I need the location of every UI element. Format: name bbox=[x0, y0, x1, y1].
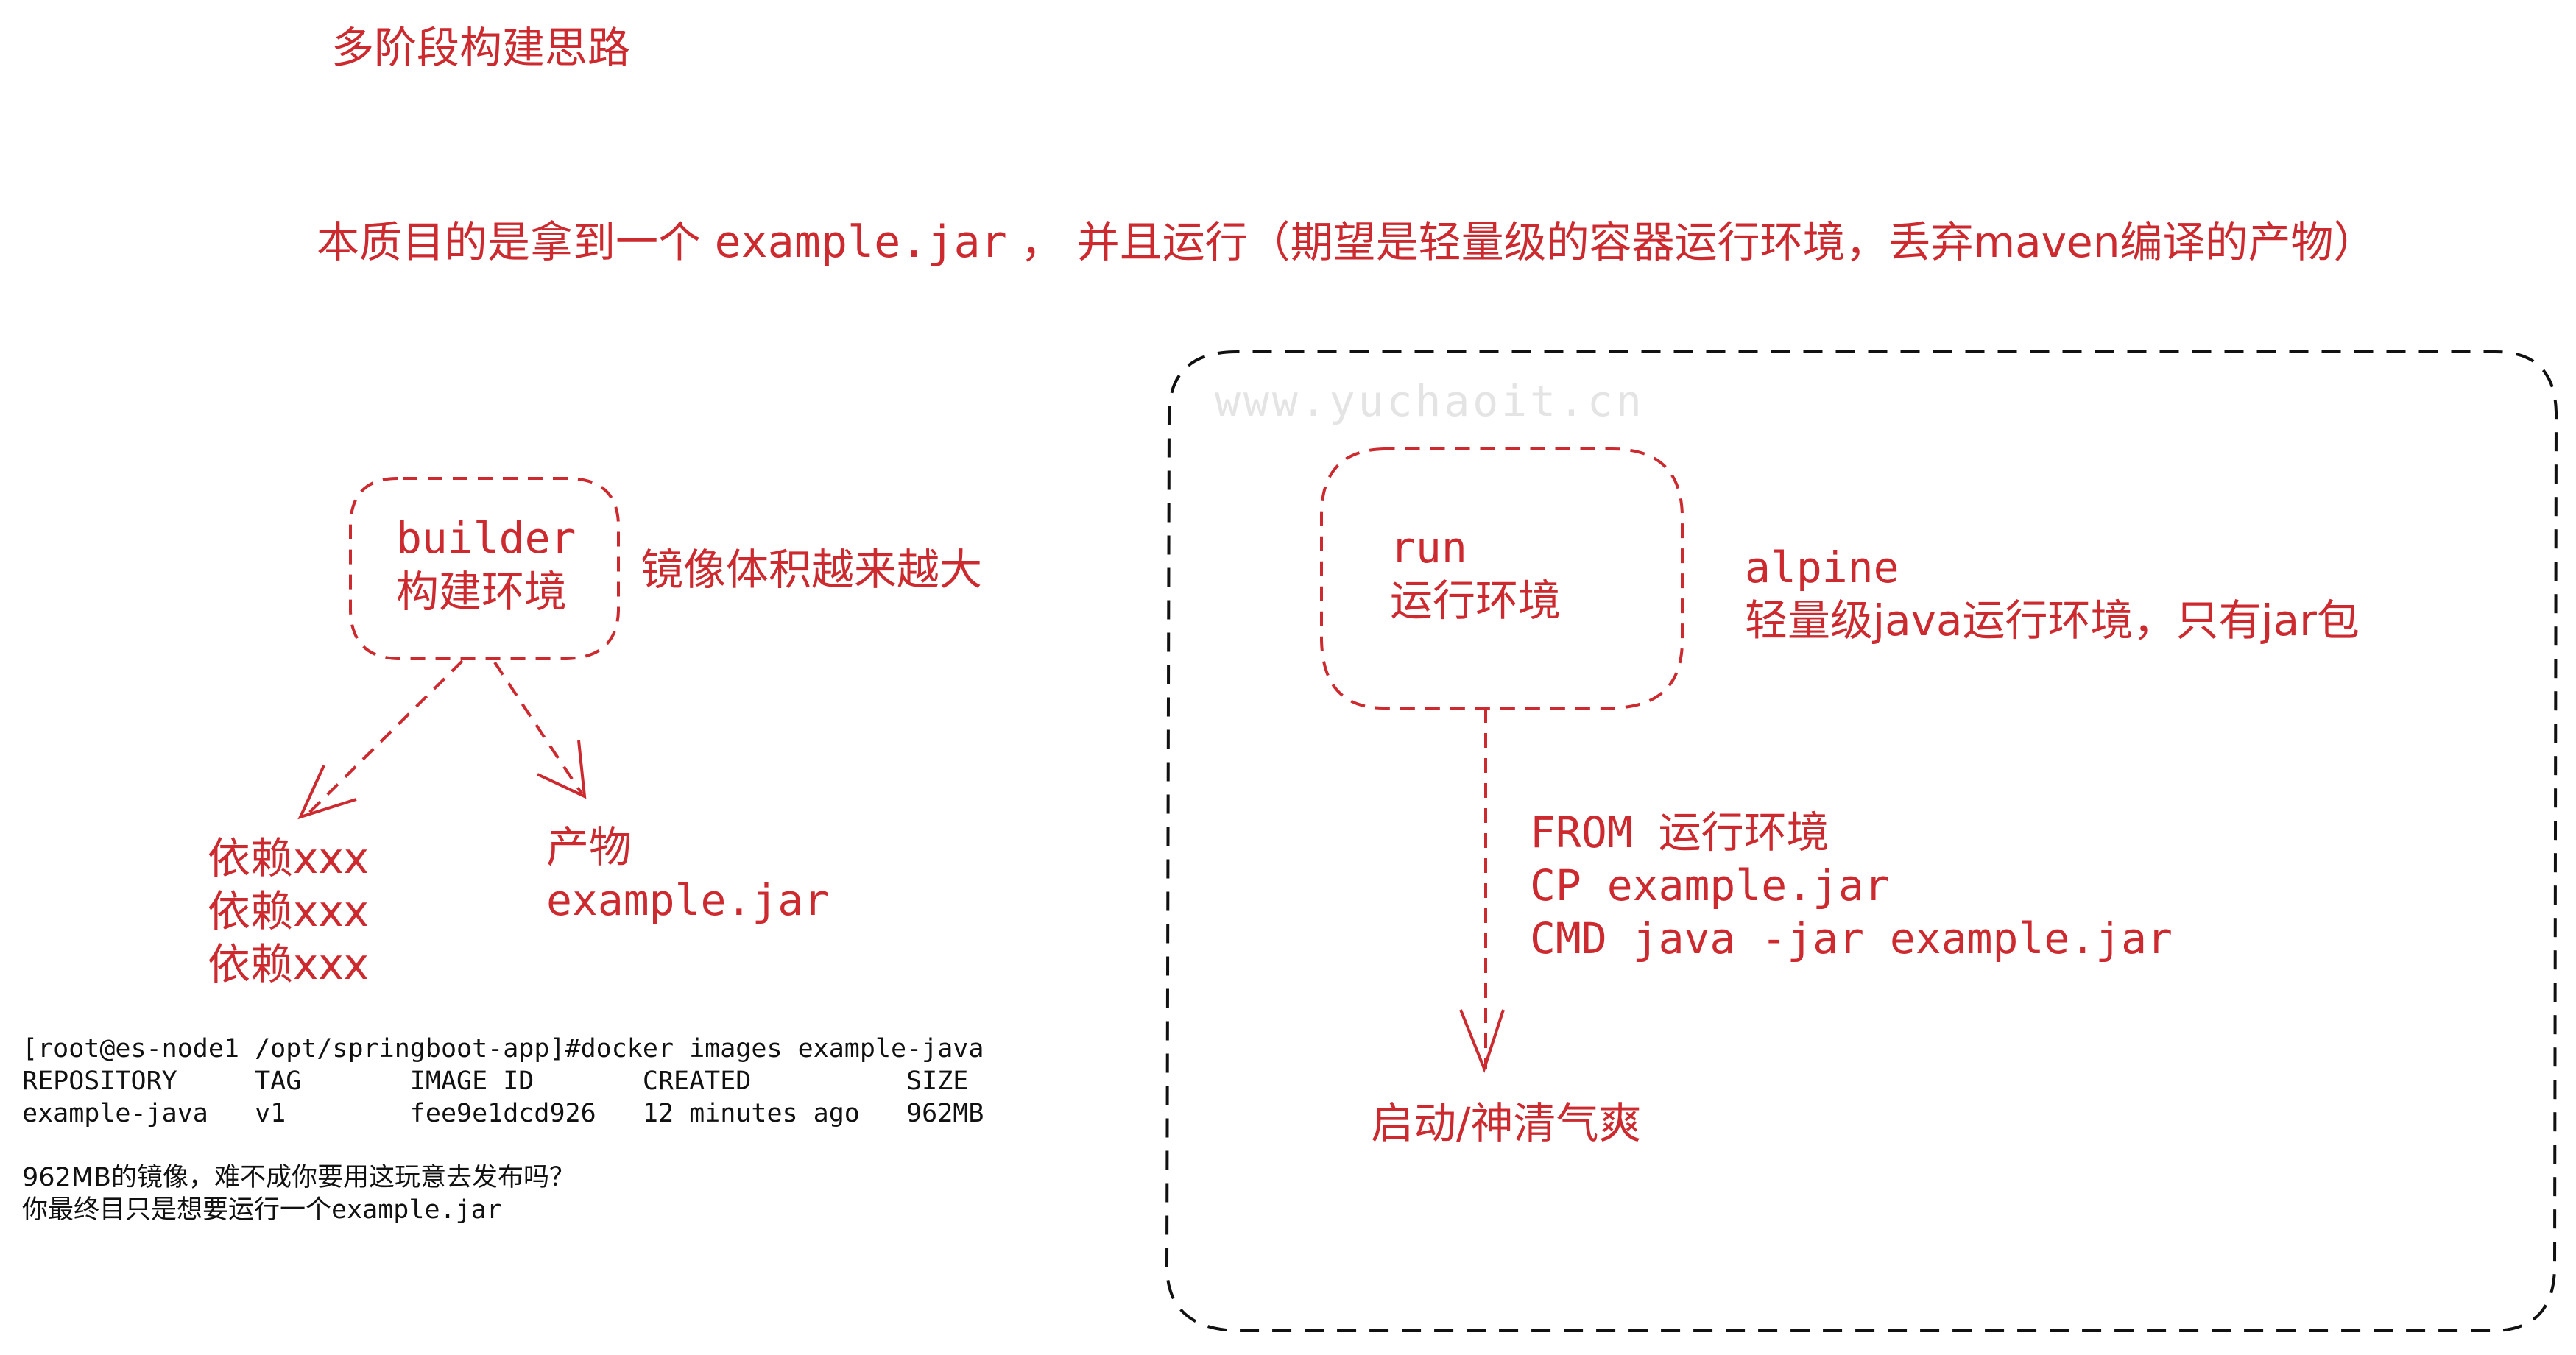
run-base-desc: 轻量级java运行环境，只有jar包 bbox=[1745, 595, 2360, 645]
terminal-header: REPOSITORY TAG IMAGE ID CREATED SIZE bbox=[22, 1066, 969, 1096]
run-base-image: alpine bbox=[1745, 542, 1899, 592]
step-from: FROM 运行环境 bbox=[1530, 807, 1829, 857]
run-result: 启动/神清气爽 bbox=[1371, 1098, 1642, 1148]
artifact-file: example.jar bbox=[546, 875, 830, 925]
run-subtitle: 运行环境 bbox=[1390, 576, 1562, 626]
note-line-1: 962MB的镜像，难不成你要用这玩意去发布吗？ bbox=[22, 1163, 576, 1192]
terminal-command: [root@es-node1 /opt/springboot-app]#dock… bbox=[22, 1034, 984, 1064]
page-title: 多阶段构建思路 bbox=[331, 23, 631, 73]
builder-note: 镜像体积越来越大 bbox=[641, 545, 983, 595]
terminal-row: example-java v1 fee9e1dcd926 12 minutes … bbox=[22, 1099, 984, 1128]
artifact: 产物 example.jar bbox=[546, 821, 829, 927]
watermark: www.yuchaoit.cn bbox=[1215, 376, 1645, 426]
artifact-label: 产物 bbox=[546, 822, 632, 872]
size-note: 962MB的镜像，难不成你要用这玩意去发布吗？ 你最终目只是想要运行一个exam… bbox=[22, 1161, 575, 1226]
goal-jar: example.jar bbox=[714, 216, 1007, 268]
run-base: alpine 轻量级java运行环境，只有jar包 bbox=[1745, 541, 2360, 647]
goal-statement: 本质目的是拿到一个 example.jar ， 并且运行（期望是轻量级的容器运行… bbox=[317, 213, 2376, 271]
dep-item: 依赖xxx bbox=[208, 833, 369, 883]
note-line-2-jar: example.jar bbox=[331, 1195, 502, 1225]
step-cp: CP example.jar bbox=[1530, 860, 1890, 910]
goal-suffix: ， 并且运行（期望是轻量级的容器运行环境，丢弃maven编译的产物） bbox=[1006, 217, 2376, 267]
dep-item: 依赖xxx bbox=[208, 886, 369, 936]
arrow-to-artifact bbox=[493, 661, 587, 799]
dockerfile-steps: FROM 运行环境 CP example.jar CMD java -jar e… bbox=[1530, 806, 2173, 965]
arrow-to-deps bbox=[297, 659, 464, 820]
run-stage-container bbox=[1165, 350, 2558, 1332]
step-cmd: CMD java -jar example.jar bbox=[1530, 913, 2173, 963]
goal-prefix: 本质目的是拿到一个 bbox=[317, 217, 715, 267]
deps-list: 依赖xxx 依赖xxx 依赖xxx bbox=[208, 832, 369, 991]
run-label: run 运行环境 bbox=[1390, 521, 1561, 627]
note-line-2-prefix: 你最终目只是想要运行一个 bbox=[22, 1195, 332, 1225]
dep-item: 依赖xxx bbox=[208, 939, 369, 989]
run-box bbox=[1320, 447, 1684, 710]
terminal-output: [root@es-node1 /opt/springboot-app]#dock… bbox=[22, 1033, 984, 1130]
builder-label: builder 构建环境 bbox=[396, 512, 576, 618]
arrow-to-result bbox=[1459, 708, 1505, 1073]
builder-box bbox=[349, 477, 620, 660]
builder-name: builder bbox=[396, 513, 576, 563]
builder-subtitle: 构建环境 bbox=[396, 566, 568, 617]
run-name: run bbox=[1390, 523, 1467, 573]
